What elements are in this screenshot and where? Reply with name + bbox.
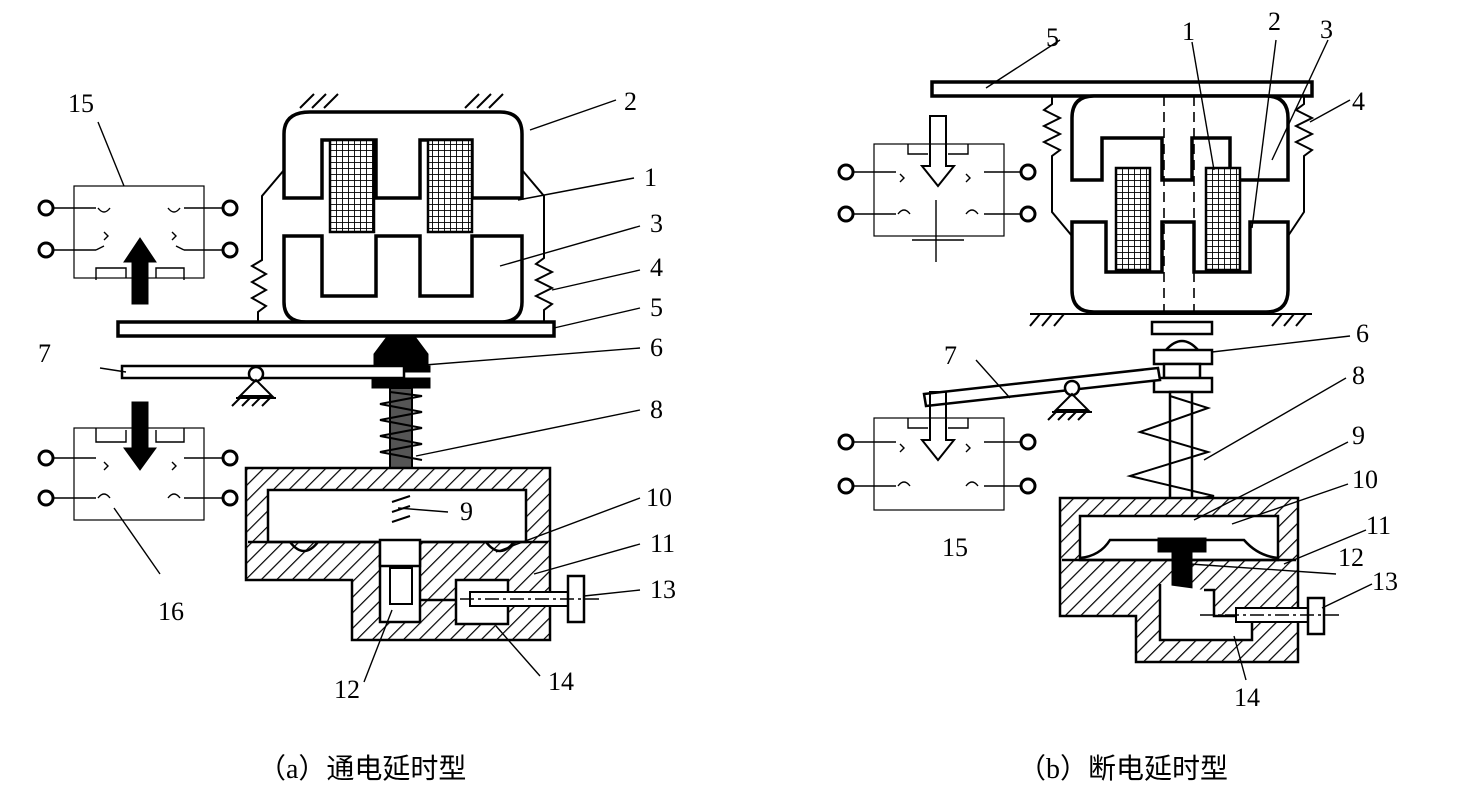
ground-symbol-bottom-b	[1029, 313, 1312, 327]
diagram-a-energize-delay: 15 2 1 3 4 5 6 7 8 9 10 11 13 14 12 16 （…	[37, 87, 676, 785]
label-7-a: 7	[38, 339, 51, 368]
coil-left-b	[1114, 166, 1152, 272]
label-10-b: 10	[1352, 465, 1378, 494]
contact-delay-top-b	[837, 115, 1037, 262]
label-4-b: 4	[1352, 87, 1365, 116]
coil-right-a	[426, 138, 474, 234]
release-spring-left-a	[249, 169, 285, 322]
label-10-a: 10	[646, 483, 672, 512]
rod-guide-dashed-b	[1163, 96, 1195, 320]
push-rod-b	[1150, 320, 1214, 394]
spring-left-b	[1041, 96, 1073, 237]
adjust-screw-b	[1200, 596, 1340, 636]
label-11-b: 11	[1366, 511, 1391, 540]
reaction-spring-a	[379, 391, 423, 461]
label-12-a: 12	[334, 675, 360, 704]
label-2-a: 2	[624, 87, 637, 116]
label-8-a: 8	[650, 395, 663, 424]
caption-b: （b）断电延时型	[1018, 753, 1228, 785]
diagram-b-deenergize-delay: 5 1 2 3 4 6 7 8 9 10 11 12 13 14 15 2 （b…	[837, 7, 1398, 785]
label-16-a: 16	[158, 597, 184, 626]
leader-lines-b	[975, 39, 1373, 681]
spring-right-b	[1287, 96, 1315, 237]
label-9-b: 9	[1352, 421, 1365, 450]
push-rod-a	[371, 337, 431, 389]
label-6-b: 6	[1356, 319, 1369, 348]
armature-a	[282, 234, 524, 324]
label-2a-b: 2	[1268, 7, 1281, 36]
contact-instant-16-a	[37, 401, 239, 521]
armature-b	[1070, 220, 1290, 314]
label-4-a: 4	[650, 253, 663, 282]
label-12-b: 12	[1338, 543, 1364, 572]
label-5-a: 5	[650, 293, 663, 322]
label-13-b: 13	[1372, 567, 1398, 596]
push-plate-b	[930, 80, 1314, 98]
air-chamber-b	[1058, 496, 1300, 664]
label-1-b: 1	[1182, 17, 1195, 46]
contact-delay-15-a	[37, 185, 239, 305]
lever-b	[922, 366, 1162, 421]
label-15-a: 15	[68, 89, 94, 118]
push-plate-a	[116, 320, 556, 338]
caption-a: （a）通电延时型	[258, 753, 466, 785]
label-14-b: 14	[1234, 683, 1260, 712]
label-6-a: 6	[650, 333, 663, 362]
label-15-b: 15	[942, 533, 968, 562]
label-14-a: 14	[548, 667, 574, 696]
label-1-a: 1	[644, 163, 657, 192]
contact-delay-15-b	[837, 391, 1037, 511]
static-core-b	[1070, 94, 1290, 182]
static-core-a	[282, 110, 524, 200]
label-5-b: 5	[1046, 23, 1059, 52]
label-9-a: 9	[460, 497, 473, 526]
lever-a	[120, 364, 406, 407]
label-13-a: 13	[650, 575, 676, 604]
air-chamber-a	[244, 466, 552, 642]
coil-right-b	[1204, 166, 1242, 272]
label-11-a: 11	[650, 529, 675, 558]
reaction-spring-b	[1126, 395, 1215, 511]
leader-lines-a	[97, 99, 641, 683]
adjust-screw-a	[460, 574, 600, 624]
release-spring-right-a	[521, 169, 555, 322]
label-7-b: 7	[944, 341, 957, 370]
coil-left-a	[328, 138, 376, 234]
label-8-b: 8	[1352, 361, 1365, 390]
ground-symbol-top-a	[299, 93, 504, 109]
label-3-b: 3	[1320, 15, 1333, 44]
rod-spiral-a	[391, 495, 411, 523]
label-3-a: 3	[650, 209, 663, 238]
